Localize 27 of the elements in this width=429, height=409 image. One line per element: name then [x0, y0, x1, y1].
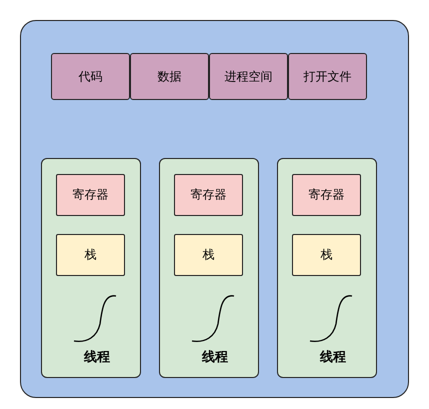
box-label: 代码	[78, 68, 104, 85]
box-label: 数据	[156, 68, 182, 85]
thread-box	[159, 158, 259, 378]
thread-label: 线程	[84, 349, 110, 366]
stack-box	[292, 234, 361, 276]
process-container	[20, 20, 409, 398]
stack-box	[56, 234, 125, 276]
box-label: 栈	[84, 246, 98, 264]
box-label: 寄存器	[190, 186, 228, 204]
thread-box	[277, 158, 377, 378]
thread-box	[41, 158, 141, 378]
box-label: 寄存器	[308, 186, 346, 204]
box-label: 寄存器	[72, 186, 110, 204]
resource-box	[130, 53, 209, 100]
stack-box	[174, 234, 243, 276]
register-box	[292, 174, 361, 216]
resource-box	[51, 53, 130, 100]
register-box	[174, 174, 243, 216]
resource-box	[288, 53, 367, 100]
box-label: 打开文件	[302, 68, 352, 85]
box-label: 栈	[320, 246, 334, 264]
thread-label: 线程	[202, 349, 228, 366]
box-label: 进程空间	[224, 68, 274, 85]
box-label: 栈	[202, 246, 216, 264]
resource-box	[209, 53, 288, 100]
thread-label: 线程	[320, 349, 346, 366]
register-box	[56, 174, 125, 216]
